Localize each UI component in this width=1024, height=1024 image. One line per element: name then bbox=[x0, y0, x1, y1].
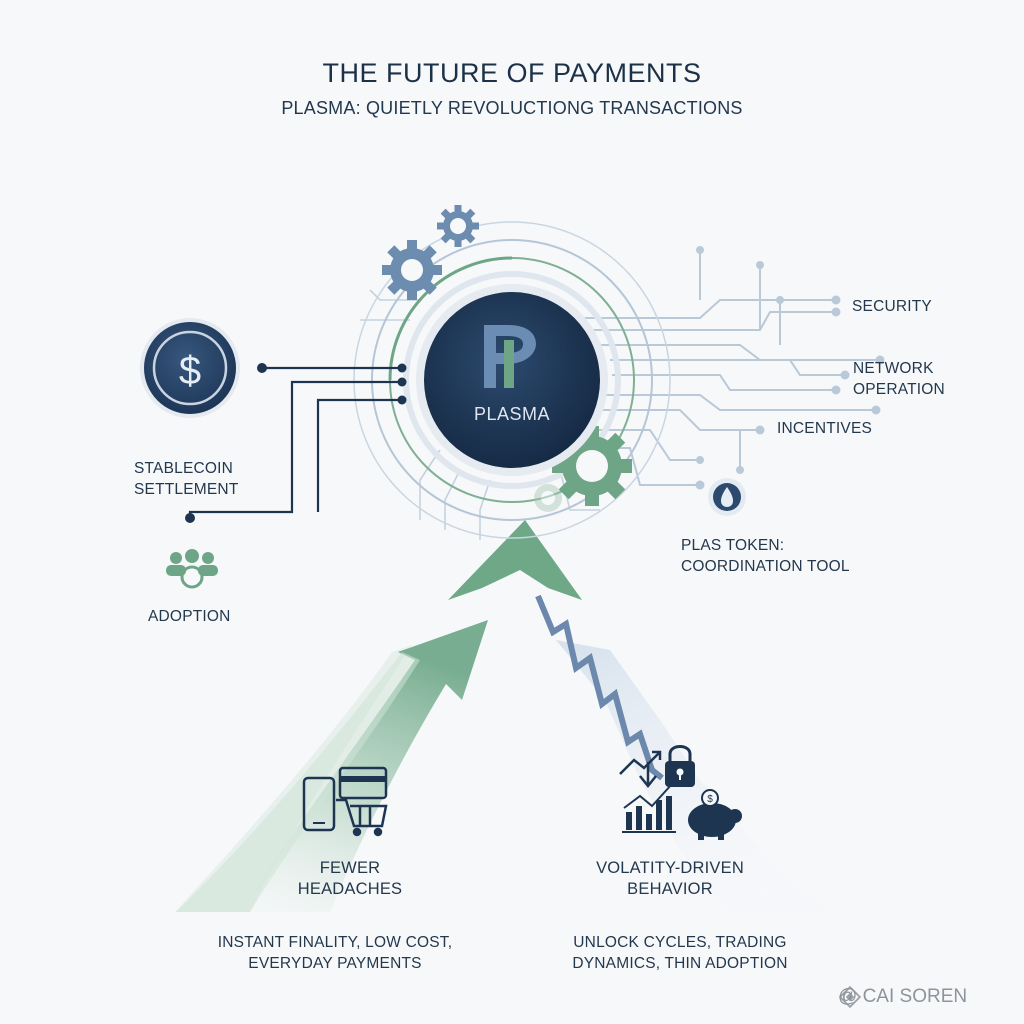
token-icon bbox=[708, 478, 746, 516]
label-line: SETTLEMENT bbox=[134, 479, 238, 500]
people-icon bbox=[166, 549, 218, 587]
label-line: EVERYDAY PAYMENTS bbox=[190, 953, 480, 974]
volatility-behavior-description: UNLOCK CYCLES, TRADING DYNAMICS, THIN AD… bbox=[550, 932, 810, 974]
label-line: UNLOCK CYCLES, TRADING bbox=[550, 932, 810, 953]
stablecoin-settlement-label: STABLECOIN SETTLEMENT bbox=[134, 458, 238, 500]
label-line: COORDINATION TOOL bbox=[681, 556, 850, 577]
fewer-headaches-description: INSTANT FINALITY, LOW COST, EVERYDAY PAY… bbox=[190, 932, 480, 974]
label-line: OPERATION bbox=[853, 379, 945, 400]
label-line: INSTANT FINALITY, LOW COST, bbox=[190, 932, 480, 953]
plasma-core-label: PLASMA bbox=[437, 404, 587, 425]
page-subtitle: PLASMA: QUIETLY REVOLUCTIONG TRANSACTION… bbox=[0, 98, 1024, 119]
label-line: VOLATITY-DRIVEN bbox=[570, 858, 770, 879]
label-line: DYNAMICS, THIN ADOPTION bbox=[550, 953, 810, 974]
dollar-coin-icon: $ bbox=[140, 318, 240, 418]
network-operation-label: NETWORK OPERATION bbox=[853, 358, 945, 400]
volatility-behavior-heading: VOLATITY-DRIVEN BEHAVIOR bbox=[570, 858, 770, 900]
fewer-headaches-heading: FEWER HEADACHES bbox=[270, 858, 430, 900]
plas-token-label: PLAS TOKEN: COORDINATION TOOL bbox=[681, 535, 850, 577]
label-line: NETWORK bbox=[853, 358, 945, 379]
gear-icon bbox=[534, 484, 562, 512]
label-line: HEADACHES bbox=[270, 879, 430, 900]
gear-icon bbox=[382, 240, 442, 300]
label-line: STABLECOIN bbox=[134, 458, 238, 479]
svg-text:$: $ bbox=[179, 349, 201, 393]
label-line: PLAS TOKEN: bbox=[681, 535, 850, 556]
page-title: THE FUTURE OF PAYMENTS bbox=[0, 58, 1024, 89]
label-line: FEWER bbox=[270, 858, 430, 879]
volatility-zigzag bbox=[538, 596, 662, 778]
label-line: BEHAVIOR bbox=[570, 879, 770, 900]
svg-text:$: $ bbox=[707, 794, 713, 805]
security-label: SECURITY bbox=[852, 296, 932, 317]
adoption-label: ADOPTION bbox=[148, 606, 231, 627]
watermark: @ CAI SOREN bbox=[838, 986, 967, 1008]
gear-icon bbox=[437, 205, 479, 247]
incentives-label: INCENTIVES bbox=[777, 418, 872, 439]
